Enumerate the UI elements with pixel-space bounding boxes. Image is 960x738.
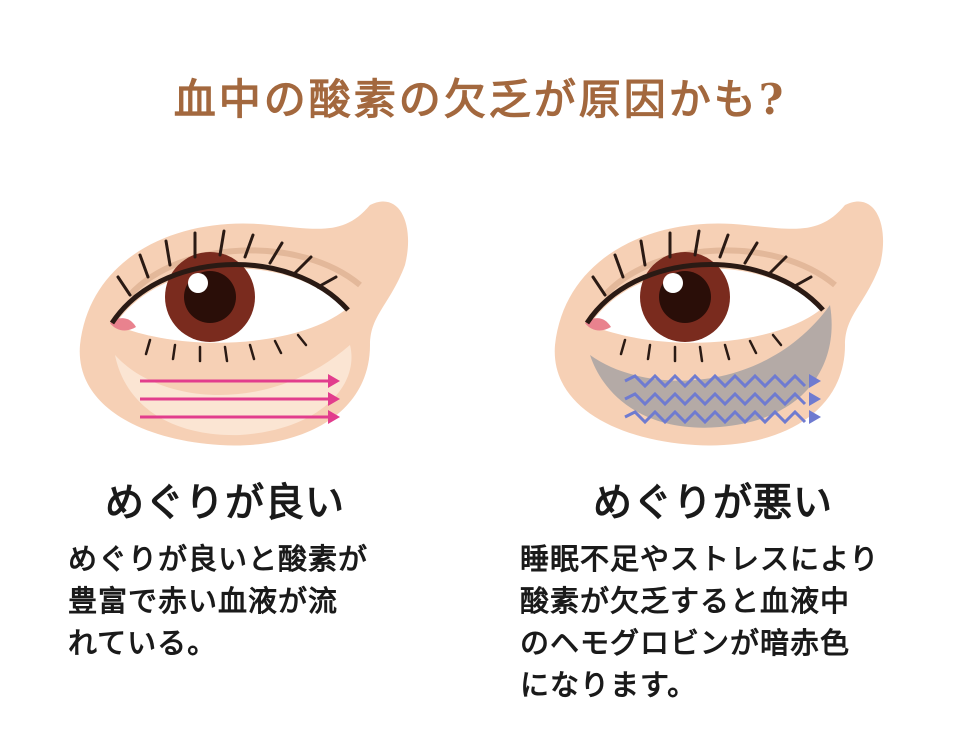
zigzag-flow-arrow — [624, 409, 807, 425]
arrow-head-icon — [809, 392, 821, 406]
arrow-head-icon — [328, 410, 340, 424]
description-line: 豊富で赤い血液が流 — [68, 584, 339, 618]
description-good: めぐりが良いと酸素が 豊富で赤い血液が流 れている。 — [68, 538, 368, 664]
arrow-head-icon — [328, 374, 340, 388]
description-line: 酸素が欠乏すると血液中 — [520, 584, 851, 618]
description-bad: 睡眠不足やストレスにより 酸素が欠乏すると血液中 のヘモグロビンが暗赤色 になり… — [520, 538, 879, 706]
description-line: になります。 — [520, 668, 698, 702]
arrow-head-icon — [809, 374, 821, 388]
arrow-head-icon — [809, 410, 821, 424]
description-line: れている。 — [68, 626, 218, 660]
description-line: めぐりが良いと酸素が — [68, 542, 369, 576]
heading-good: めぐりが良い — [104, 481, 345, 526]
eye-illustration-bad — [545, 195, 890, 465]
arrow-head-icon — [328, 392, 340, 406]
zigzag-flow-arrow — [624, 373, 807, 389]
zigzag-flow-arrow — [624, 391, 807, 407]
description-line: 睡眠不足やストレスにより — [520, 542, 880, 576]
heading-bad: めぐりが悪い — [592, 481, 833, 526]
eye-illustration-good — [70, 195, 415, 465]
description-line: のヘモグロビンが暗赤色 — [520, 626, 851, 660]
page-title: 血中の酸素の欠乏が原因かも? — [173, 75, 787, 124]
